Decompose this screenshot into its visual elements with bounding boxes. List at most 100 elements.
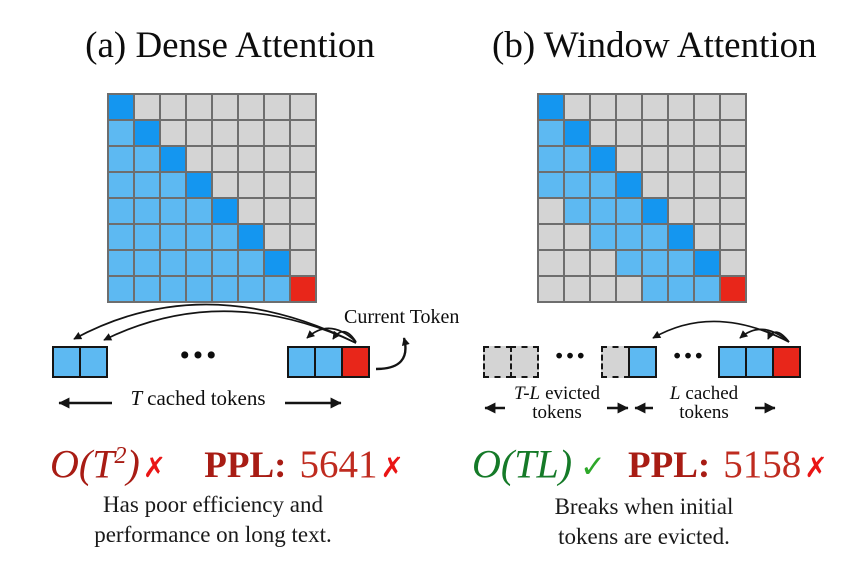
token-group-recent-b: [718, 346, 801, 378]
attend-arc-window-near-2: [767, 330, 790, 343]
attend-arc-to-second-token: [103, 310, 357, 344]
caption-b-line2: tokens are evicted.: [558, 524, 730, 549]
cache-count-variable-a: T: [130, 386, 143, 410]
attention-cell-masked: [239, 173, 263, 197]
cache-span-text-a: cached tokens: [147, 386, 266, 410]
attention-cell-masked: [643, 95, 667, 119]
attention-cell-attended: [565, 147, 589, 171]
attention-cell-attended: [135, 147, 159, 171]
attention-cell-diagonal: [135, 121, 159, 145]
caption-a-line1: Has poor efficiency and: [103, 492, 323, 517]
attention-cell-attended: [239, 277, 263, 301]
caption-a-line2: performance on long text.: [94, 522, 332, 547]
ppl-label-b: PPL:: [628, 445, 711, 487]
attention-cell-attended: [669, 251, 693, 275]
attention-cell-attended: [591, 199, 615, 223]
ppl-label-a: PPL:: [204, 445, 287, 487]
attention-cell-attended: [539, 147, 563, 171]
attention-cell-attended: [109, 225, 133, 249]
attention-cell-masked: [695, 95, 719, 119]
attention-cell-attended: [213, 277, 237, 301]
attention-cell-attended: [213, 251, 237, 275]
panel-b-caption: Breaks when initial tokens are evicted.: [464, 492, 824, 552]
current-token-box: [341, 346, 370, 378]
attention-cell-attended: [109, 251, 133, 275]
cached-token-box: [52, 346, 81, 378]
attention-cell-attended: [591, 225, 615, 249]
attention-cell-masked: [239, 95, 263, 119]
cache-count-variable-b: L: [669, 383, 681, 404]
attention-cell-attended: [265, 277, 289, 301]
token-group-window-start: [601, 346, 657, 378]
attention-cell-masked: [291, 199, 315, 223]
attention-cell-attended: [109, 199, 133, 223]
attention-cell-attended: [643, 251, 667, 275]
attention-cell-masked: [721, 147, 745, 171]
cached-token-box: [718, 346, 747, 378]
caption-b-line1: Breaks when initial: [554, 494, 734, 519]
attention-cell-masked: [695, 225, 719, 249]
panel-a-title: (a) Dense Attention: [85, 25, 375, 66]
ppl-cross-mark-b: ✗: [804, 451, 828, 485]
attention-cell-masked: [539, 277, 563, 301]
attention-cell-attended: [695, 277, 719, 301]
attention-cell-diagonal: [239, 225, 263, 249]
attention-cell-masked: [187, 95, 211, 119]
attention-cell-attended: [565, 199, 589, 223]
token-group-recent-a: [287, 346, 370, 378]
attention-cell-masked: [239, 199, 263, 223]
attention-cell-current: [291, 277, 315, 301]
attention-cell-masked: [591, 95, 615, 119]
attention-cell-attended: [187, 277, 211, 301]
attention-cell-attended: [539, 173, 563, 197]
current-token-label: Current Token: [344, 306, 460, 328]
attention-cell-masked: [695, 121, 719, 145]
evicted-token-box: [601, 346, 630, 378]
evicted-token-box: [483, 346, 512, 378]
attention-cell-masked: [213, 173, 237, 197]
attention-cell-attended: [539, 121, 563, 145]
attention-cell-masked: [291, 95, 315, 119]
complexity-formula-a: O(T2): [50, 441, 140, 487]
attention-cell-attended: [135, 277, 159, 301]
attention-cell-masked: [695, 147, 719, 171]
attention-cell-masked: [591, 251, 615, 275]
attention-cell-attended: [161, 251, 185, 275]
attention-cell-masked: [669, 147, 693, 171]
attend-arc-to-recent-token-2: [332, 330, 357, 343]
cache-span-text-line2: tokens: [679, 402, 729, 423]
attention-cell-attended: [135, 173, 159, 197]
attention-cell-attended: [109, 121, 133, 145]
attention-cell-masked: [669, 121, 693, 145]
attend-arc-window-near-1: [739, 328, 790, 343]
attention-cell-diagonal: [213, 199, 237, 223]
window-attention-matrix: [537, 93, 747, 303]
attention-cell-masked: [265, 147, 289, 171]
ellipsis-b-evicted: ...: [553, 330, 587, 366]
attention-cell-masked: [161, 95, 185, 119]
attention-cell-attended: [187, 225, 211, 249]
attention-cell-masked: [187, 121, 211, 145]
attention-cell-attended: [135, 225, 159, 249]
attention-cell-masked: [591, 277, 615, 301]
attention-cell-attended: [617, 199, 641, 223]
attention-cell-masked: [617, 95, 641, 119]
evicted-token-box: [510, 346, 539, 378]
attention-cell-attended: [643, 277, 667, 301]
ppl-value-a: 5641: [299, 443, 378, 487]
attention-cell-masked: [721, 225, 745, 249]
attention-cell-diagonal: [265, 251, 289, 275]
attention-cell-masked: [539, 251, 563, 275]
attention-cell-diagonal: [187, 173, 211, 197]
attention-cell-masked: [265, 95, 289, 119]
attention-cell-masked: [265, 199, 289, 223]
attention-cell-masked: [565, 95, 589, 119]
attention-cell-masked: [617, 121, 641, 145]
attention-cell-attended: [161, 277, 185, 301]
attention-cell-attended: [591, 173, 615, 197]
attention-cell-diagonal: [565, 121, 589, 145]
attention-cell-masked: [565, 251, 589, 275]
attention-cell-masked: [669, 173, 693, 197]
attention-cell-masked: [291, 147, 315, 171]
